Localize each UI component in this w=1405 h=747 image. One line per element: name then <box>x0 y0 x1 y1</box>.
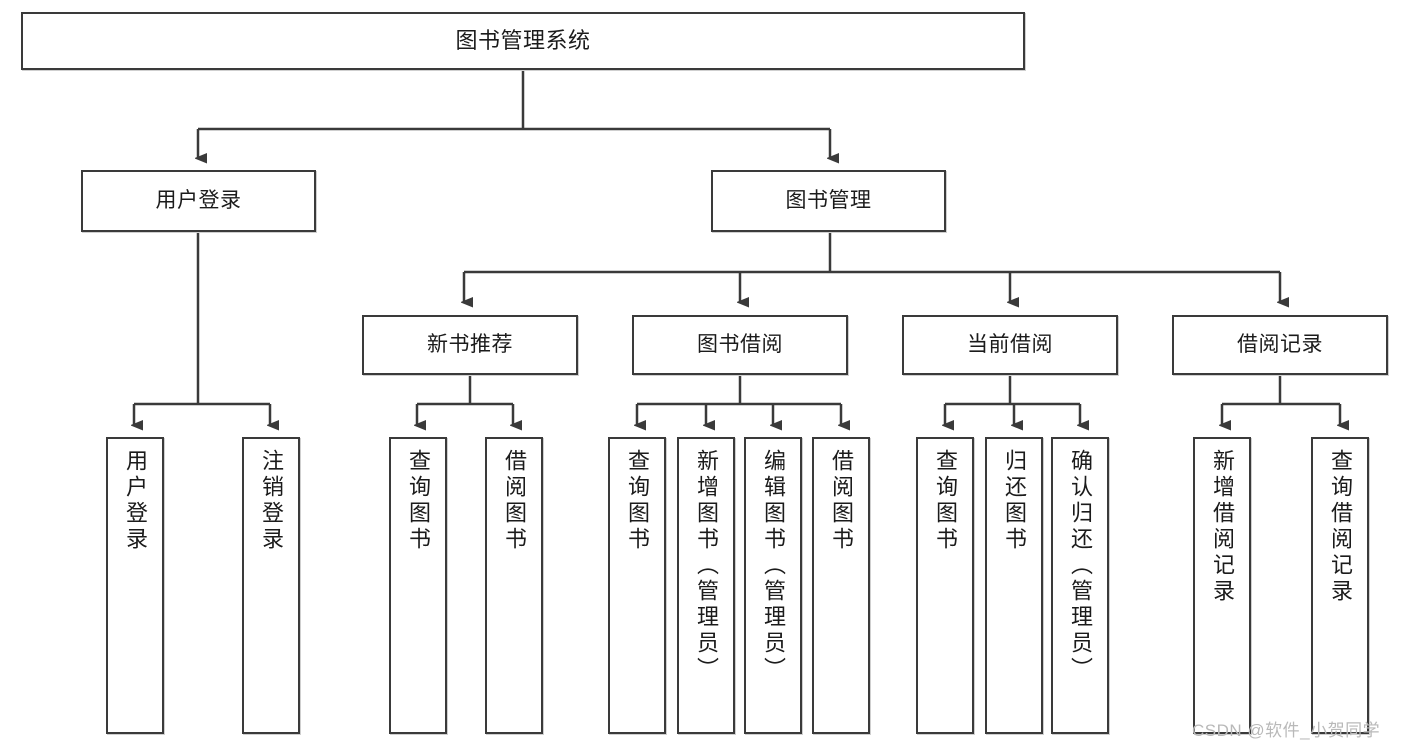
node-root[interactable]: 图书管理系统 <box>21 12 1025 70</box>
node-new-book-recommend-label: 新书推荐 <box>427 332 513 356</box>
leaf-user-login-signout-label: 注销登录 <box>259 449 284 553</box>
leaf-current-query-book[interactable]: 查询图书 <box>916 437 974 734</box>
node-borrow-record[interactable]: 借阅记录 <box>1172 315 1388 375</box>
leaf-user-login-signin-label: 用户登录 <box>123 449 148 553</box>
leaf-borrow-edit-book[interactable]: 编辑图书（管理员） <box>744 437 802 734</box>
leaf-borrow-query-book-label: 查询图书 <box>625 449 650 553</box>
node-user-login[interactable]: 用户登录 <box>81 170 316 232</box>
node-book-borrow-label: 图书借阅 <box>697 332 783 356</box>
leaf-record-add-record[interactable]: 新增借阅记录 <box>1193 437 1251 734</box>
leaf-recommend-query-book-label: 查询图书 <box>406 449 431 553</box>
node-book-management[interactable]: 图书管理 <box>711 170 946 232</box>
leaf-borrow-add-book[interactable]: 新增图书（管理员） <box>677 437 735 734</box>
leaf-current-return-book[interactable]: 归还图书 <box>985 437 1043 734</box>
leaf-user-login-signin[interactable]: 用户登录 <box>106 437 164 734</box>
node-current-borrow[interactable]: 当前借阅 <box>902 315 1118 375</box>
leaf-recommend-borrow-book-label: 借阅图书 <box>502 449 527 553</box>
leaf-record-add-record-label: 新增借阅记录 <box>1210 449 1235 605</box>
leaf-recommend-query-book[interactable]: 查询图书 <box>389 437 447 734</box>
node-book-management-label: 图书管理 <box>785 188 872 212</box>
watermark-text: CSDN @软件_小贺同学 <box>1192 721 1381 740</box>
leaf-current-query-book-label: 查询图书 <box>933 449 958 553</box>
leaf-current-return-book-label: 归还图书 <box>1002 449 1027 553</box>
leaf-record-query-record[interactable]: 查询借阅记录 <box>1311 437 1369 734</box>
leaf-user-login-signout[interactable]: 注销登录 <box>242 437 300 734</box>
leaf-current-confirm-return[interactable]: 确认归还（管理员） <box>1051 437 1109 734</box>
leaf-borrow-edit-book-label: 编辑图书（管理员） <box>761 449 786 683</box>
node-user-login-label: 用户登录 <box>155 188 242 212</box>
node-book-borrow[interactable]: 图书借阅 <box>632 315 848 375</box>
node-new-book-recommend[interactable]: 新书推荐 <box>362 315 578 375</box>
node-current-borrow-label: 当前借阅 <box>967 332 1053 356</box>
leaf-borrow-borrow-book-label: 借阅图书 <box>829 449 854 553</box>
leaf-borrow-borrow-book[interactable]: 借阅图书 <box>812 437 870 734</box>
leaf-current-confirm-return-label: 确认归还（管理员） <box>1068 449 1093 683</box>
node-borrow-record-label: 借阅记录 <box>1237 332 1323 356</box>
leaf-borrow-add-book-label: 新增图书（管理员） <box>694 449 719 683</box>
leaf-record-query-record-label: 查询借阅记录 <box>1328 449 1353 605</box>
leaf-recommend-borrow-book[interactable]: 借阅图书 <box>485 437 543 734</box>
leaf-borrow-query-book[interactable]: 查询图书 <box>608 437 666 734</box>
node-root-label: 图书管理系统 <box>455 28 591 54</box>
